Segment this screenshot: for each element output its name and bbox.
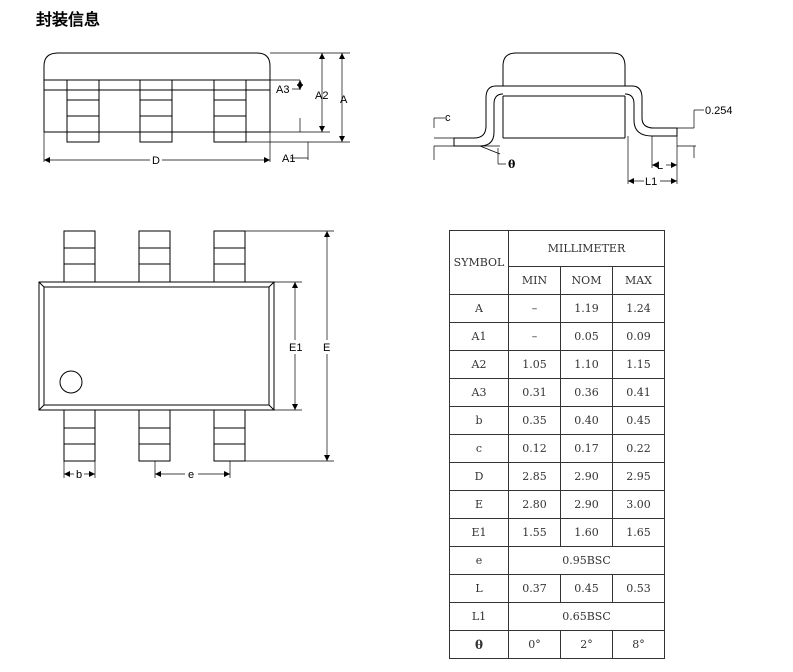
symbol-cell: θ xyxy=(449,630,509,659)
symbol-cell: c xyxy=(449,434,509,463)
symbol-cell: A3 xyxy=(449,378,509,407)
max-cell: 3.00 xyxy=(612,490,665,519)
symbol-cell: b xyxy=(449,406,509,435)
bsc-cell: 0.65BSC xyxy=(508,602,665,631)
min-cell: 1.05 xyxy=(508,350,561,379)
label-c: c xyxy=(445,112,451,124)
nom-cell: 2° xyxy=(560,630,613,659)
label-a3: A3 xyxy=(276,84,289,96)
nom-cell: 0.40 xyxy=(560,406,613,435)
min-cell: 0° xyxy=(508,630,561,659)
max-cell: 2.95 xyxy=(612,462,665,491)
max-cell: 0.09 xyxy=(612,322,665,351)
min-cell: 2.80 xyxy=(508,490,561,519)
max-cell: 0.45 xyxy=(612,406,665,435)
nom-cell: 1.19 xyxy=(560,294,613,323)
nom-cell: 2.90 xyxy=(560,462,613,491)
symbol-cell: L xyxy=(449,574,509,603)
max-cell: 0.22 xyxy=(612,434,665,463)
label-l1: L1 xyxy=(645,176,657,188)
max-cell: 0.53 xyxy=(612,574,665,603)
nom-cell: 0.05 xyxy=(560,322,613,351)
max-cell: 1.65 xyxy=(612,518,665,547)
label-a1: A1 xyxy=(282,153,295,165)
nom-cell: 2.90 xyxy=(560,490,613,519)
nom-cell: 0.36 xyxy=(560,378,613,407)
symbol-cell: A1 xyxy=(449,322,509,351)
symbol-header: SYMBOL xyxy=(449,230,509,295)
label-a2: A2 xyxy=(315,90,328,102)
symbol-cell: E1 xyxy=(449,518,509,547)
label-e-big: E xyxy=(323,342,330,354)
max-cell: 1.15 xyxy=(612,350,665,379)
symbol-cell: A xyxy=(449,294,509,323)
symbol-cell: e xyxy=(449,546,509,575)
min-cell: 0.37 xyxy=(508,574,561,603)
section-title: 封装信息 xyxy=(36,10,101,29)
max-header: MAX xyxy=(612,266,665,295)
symbol-cell: E xyxy=(449,490,509,519)
min-cell: 0.12 xyxy=(508,434,561,463)
label-e: e xyxy=(188,469,194,481)
min-header: MIN xyxy=(508,266,561,295)
label-d: D xyxy=(152,155,160,167)
front-view xyxy=(43,52,350,162)
nom-cell: 1.60 xyxy=(560,518,613,547)
max-cell: 1.24 xyxy=(612,294,665,323)
symbol-cell: L1 xyxy=(449,602,509,631)
label-l: L xyxy=(657,160,663,172)
plan-view xyxy=(38,230,334,478)
nom-cell: 0.45 xyxy=(560,574,613,603)
nom-cell: 1.10 xyxy=(560,350,613,379)
nom-cell: 0.17 xyxy=(560,434,613,463)
label-a: A xyxy=(340,94,348,106)
pin1-marker xyxy=(59,370,83,394)
symbol-cell: D xyxy=(449,462,509,491)
min-cell: 0.35 xyxy=(508,406,561,435)
side-view xyxy=(433,52,704,184)
min-cell: – xyxy=(508,322,561,351)
unit-header: MILLIMETER xyxy=(508,230,665,267)
min-cell: – xyxy=(508,294,561,323)
symbol-cell: A2 xyxy=(449,350,509,379)
min-cell: 2.85 xyxy=(508,462,561,491)
label-b: b xyxy=(76,469,82,481)
label-e1: E1 xyxy=(289,342,302,354)
max-cell: 8° xyxy=(612,630,665,659)
bsc-cell: 0.95BSC xyxy=(508,546,665,575)
nom-header: NOM xyxy=(560,266,613,295)
min-cell: 1.55 xyxy=(508,518,561,547)
label-theta: θ xyxy=(508,158,515,171)
min-cell: 0.31 xyxy=(508,378,561,407)
label-gauge: 0.254 xyxy=(705,105,733,117)
max-cell: 0.41 xyxy=(612,378,665,407)
